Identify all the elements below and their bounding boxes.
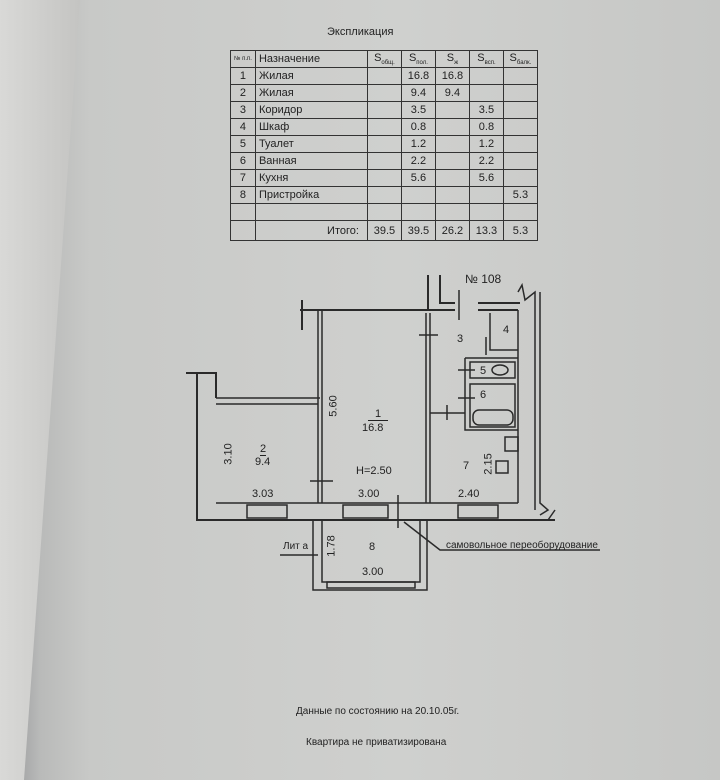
stove-icon xyxy=(495,460,509,474)
room1-height: H=2.50 xyxy=(356,465,392,477)
window-3 xyxy=(457,504,499,519)
toilet-icon xyxy=(491,364,509,376)
room7-num: 7 xyxy=(463,460,470,472)
room8-num: 8 xyxy=(369,541,376,553)
apartment-number: № 108 xyxy=(465,272,502,286)
cell-name: Кухня xyxy=(254,169,368,187)
room2-dim-v: 3.10 xyxy=(222,443,235,465)
cell-name: Пристройка xyxy=(254,186,368,204)
table-row-empty xyxy=(230,203,538,221)
wall-partition-1-2 xyxy=(317,311,323,503)
wall-bath-block xyxy=(430,357,518,431)
cell-s-balcony: 5.3 xyxy=(502,186,538,204)
room5-num: 5 xyxy=(480,365,487,377)
wall-top-right xyxy=(427,275,520,311)
room2-num: 2 xyxy=(260,443,267,456)
wall-closet xyxy=(489,313,518,351)
explication-title: Экспликация xyxy=(327,26,394,38)
lit-label: Лит а xyxy=(283,541,309,552)
room6-num: 6 xyxy=(480,389,487,401)
room4-num: 4 xyxy=(503,324,510,336)
wall-room1-top xyxy=(300,300,428,330)
cell-s-useful: 0.8 xyxy=(400,118,436,136)
room8-dim-h: 3.00 xyxy=(362,566,384,578)
window-2 xyxy=(342,504,389,519)
room7-dim-h: 2.40 xyxy=(458,488,480,500)
wall-outer-left xyxy=(186,372,555,521)
room7-dim-v: 2.15 xyxy=(482,453,495,475)
room8-dim-v: 1.78 xyxy=(325,535,338,557)
sink-icon xyxy=(504,436,519,452)
unauthorized-note: самовольное переоборудование xyxy=(446,540,598,551)
doors xyxy=(310,290,487,528)
explication-table: № п.п. Назначение Sобщ. Sпол. Sж Sвсп. S… xyxy=(230,50,538,241)
cell-s-useful: 9.4 xyxy=(400,84,436,102)
privatization-status: Квартира не приватизирована xyxy=(306,737,447,748)
room1-area: 16.8 xyxy=(362,422,384,434)
table-total-row: Итого: 39.5 39.5 26.2 13.3 5.3 xyxy=(230,220,538,241)
room3-num: 3 xyxy=(457,333,464,345)
cell-s-useful: 16.8 xyxy=(400,67,436,85)
wall-room2-top xyxy=(216,397,320,405)
wall-partition-1-3 xyxy=(425,313,431,503)
room1-label: 1 xyxy=(368,408,388,421)
room1-dim-v: 5.60 xyxy=(327,395,340,417)
cell-s-useful: 5.6 xyxy=(400,169,436,187)
room2-area: 9.4 xyxy=(255,456,271,468)
balcony-window xyxy=(326,581,416,589)
wall-right xyxy=(517,282,556,521)
room2-dim-h: 3.03 xyxy=(252,488,274,500)
note-leader xyxy=(403,521,600,551)
room1-dim-h: 3.00 xyxy=(358,488,380,500)
bathtub-icon xyxy=(472,409,514,426)
window-1 xyxy=(246,504,288,519)
data-date: Данные по состоянию на 20.10.05г. xyxy=(296,706,460,717)
cell-name: Жилая xyxy=(254,67,368,85)
table-header: № п.п. Назначение Sобщ. Sпол. Sж Sвсп. S… xyxy=(230,50,538,68)
